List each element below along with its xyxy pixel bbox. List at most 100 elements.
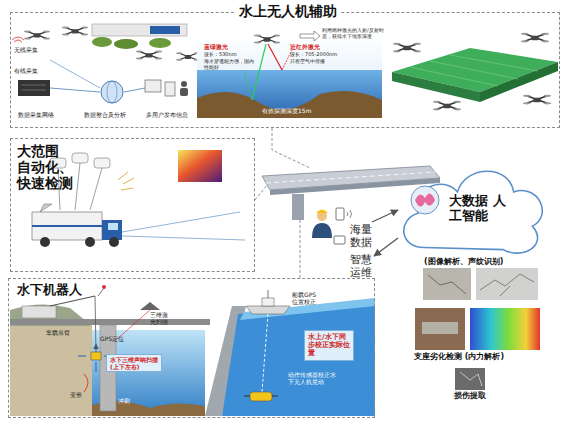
- bridge-girder: [270, 178, 440, 195]
- node-label: 水上/水下同步校正实际位置: [308, 333, 352, 357]
- seabed: [197, 91, 382, 118]
- drone: [62, 26, 88, 35]
- dashed-panel: 水下机器人水下三维声呐扫描 (上下左右) 水上/水下同步校正实际位置: [8, 278, 375, 418]
- camera: [72, 153, 88, 163]
- node-label: 大范围 自动化、快速检测: [17, 143, 77, 191]
- brain-icon: [411, 186, 439, 214]
- truck-window: [108, 223, 118, 230]
- drone: [393, 43, 421, 53]
- bearing: [422, 322, 458, 334]
- crack-image: [423, 268, 471, 300]
- annotation-label: 船载GPS位置校正: [292, 292, 320, 306]
- annotation-label: 利用两种激光的入射/反射时差，获得水下地形深度: [322, 28, 384, 40]
- drone: [433, 101, 461, 111]
- node-label: 大数据 人工智能: [449, 194, 509, 224]
- truck-stripe: [32, 225, 102, 227]
- signal-icon: [347, 210, 352, 218]
- truck-body: [32, 212, 102, 240]
- crane-truck: [22, 306, 56, 318]
- tree: [149, 38, 171, 48]
- bridge-girder: [392, 72, 480, 102]
- user-icon: [181, 81, 187, 87]
- drone-thruster: [244, 396, 278, 397]
- network-line: [124, 88, 145, 92]
- tablet: [165, 82, 175, 96]
- annotation-label: 有线采集: [14, 68, 38, 75]
- sea: [197, 70, 382, 118]
- data-arrow: [372, 210, 398, 222]
- annotation-label: 蓝绿激光: [204, 44, 228, 51]
- annotation-label: 智慧运维: [350, 254, 374, 279]
- dashed-panel: 大范围 自动化、快速检测: [10, 138, 255, 272]
- sensor-beam: [118, 172, 134, 190]
- damage-trace: [460, 372, 482, 386]
- embankment: [10, 326, 92, 416]
- drone: [521, 33, 549, 43]
- bridge-pier: [292, 194, 304, 220]
- underwater-robot: [91, 352, 101, 360]
- gps-antenna: [102, 285, 106, 289]
- boat: [246, 306, 290, 314]
- annotation-label: 支座劣化检测 (内力解析): [414, 352, 504, 361]
- wheel: [85, 237, 95, 247]
- dish: [40, 204, 52, 212]
- annotation-label: 只在空气中传播: [290, 59, 325, 65]
- drone: [176, 52, 200, 60]
- annotation-label: 波长：530nm: [204, 52, 237, 58]
- wheel: [40, 237, 50, 247]
- drone: [254, 34, 280, 43]
- node-label: 水上无人机辅助: [235, 3, 341, 19]
- server-line: [21, 90, 46, 91]
- leader-line: [255, 184, 268, 200]
- crack-image: [476, 268, 538, 300]
- deformation-mark: [84, 374, 88, 392]
- wheel: [109, 237, 119, 247]
- annotation-label: 海量数据: [350, 224, 374, 249]
- gps-antenna: [98, 288, 104, 296]
- leader-line: [272, 128, 310, 168]
- feedback-arrow: [374, 238, 398, 256]
- annotation-label: 冲刷: [118, 398, 130, 405]
- crane-cable: [95, 296, 96, 352]
- train-car: [150, 26, 180, 34]
- bridge-rib: [450, 55, 538, 71]
- annotation-label: 数据采集网络: [18, 112, 54, 119]
- annotation-label: 多用户发布信息: [146, 112, 188, 119]
- callout-box: 水上/水下同步校正实际位置: [304, 330, 354, 361]
- annotation-label: 车载吊臂: [46, 330, 70, 337]
- tree: [114, 39, 138, 49]
- train: [92, 24, 187, 36]
- callout-box: 水下三维声呐扫描 (上下左右): [106, 354, 162, 372]
- node-label: 水下三维声呐扫描 (上下左右): [110, 357, 160, 371]
- node-label: 水下机器人: [15, 283, 84, 298]
- bearing-image: [415, 308, 465, 350]
- bridge-deck: [10, 319, 210, 325]
- damage-image: [455, 368, 485, 390]
- tree: [92, 37, 112, 47]
- monitor: [145, 80, 161, 92]
- hollow-arrow: [300, 31, 320, 41]
- hard-hat: [316, 210, 328, 214]
- user-icon: [180, 88, 188, 96]
- drone: [24, 30, 50, 39]
- annotation-label: GPS定位: [100, 336, 124, 343]
- thermal-image: [178, 150, 222, 182]
- server-line: [21, 85, 46, 86]
- globe: [101, 81, 123, 103]
- annotation-label: 变形: [70, 392, 82, 399]
- annotation-label: 三维激光扫描: [150, 312, 170, 326]
- annotation-label: 波长：705-2000nm: [290, 52, 337, 58]
- annotation-label: 近红外激光: [290, 44, 320, 51]
- globe-meridian: [107, 81, 117, 103]
- annotation-label: 损伤提取: [454, 391, 486, 400]
- green-laser-return: [244, 70, 252, 100]
- cloud-shape: 大数据 人工智能: [393, 160, 549, 256]
- drone: [523, 95, 551, 105]
- crack: [480, 274, 534, 296]
- red-laser: [268, 44, 282, 70]
- camera-icon: [334, 236, 345, 244]
- laser-scanner: [140, 302, 160, 310]
- annotation-label: 有效探测深度15m: [262, 108, 311, 115]
